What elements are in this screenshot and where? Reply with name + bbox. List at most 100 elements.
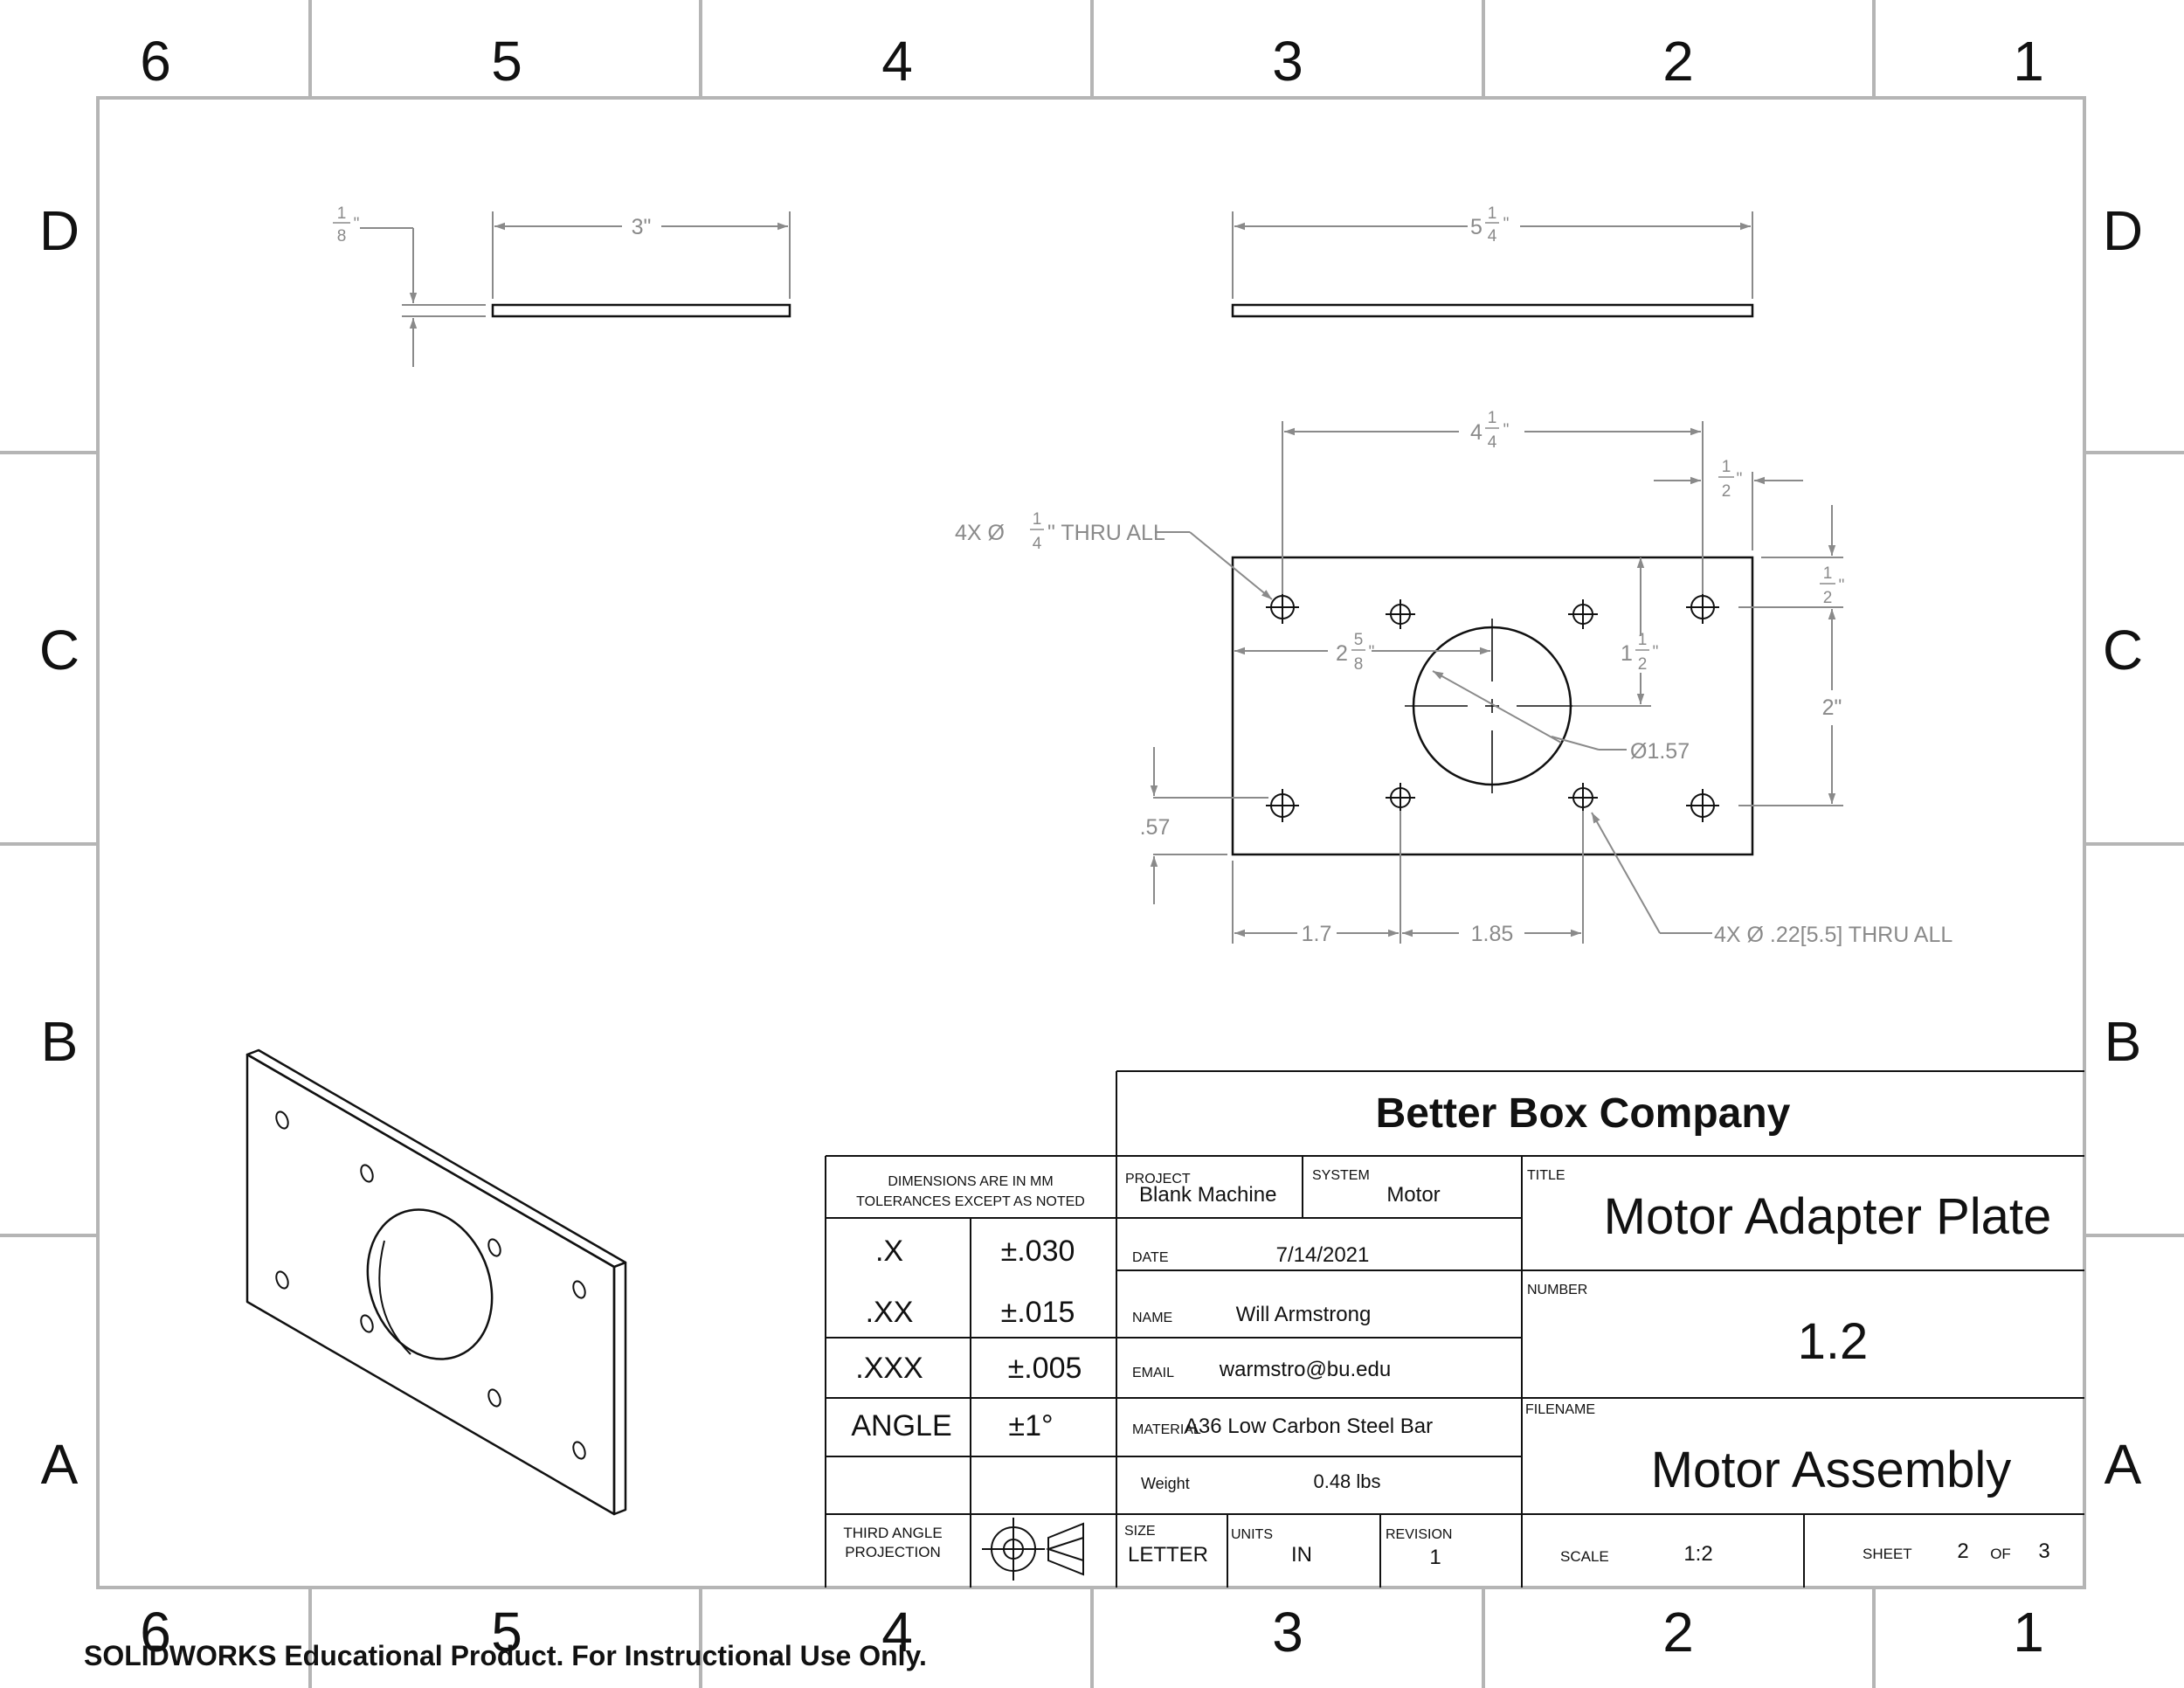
iso-plate-face [245,1053,616,1516]
svg-text:4: 4 [1488,433,1497,452]
size-value: LETTER [1128,1543,1208,1567]
date-value: 7/14/2021 [1276,1243,1370,1267]
svg-text:1: 1 [1033,510,1042,529]
center-x-dim: 2 5 8 " [1336,631,1374,674]
row-label-right-C: C [2103,619,2143,681]
col-label-top-6: 6 [140,30,171,93]
title-label: TITLE [1527,1168,1565,1183]
edge-offset-x-dim: 1 2 " [1718,458,1742,501]
svg-text:5: 5 [1354,631,1364,649]
isometric-view [245,1048,627,1516]
front-view: 4 1 4 " 1 2 " 1 2 " 2" 2 5 8 " 1 1 [955,409,1952,947]
units-label: UNITS [1231,1527,1273,1542]
tol-value-xxx: ±.005 [1008,1352,1082,1385]
hole-small-br [1568,783,1598,813]
svg-text:1: 1 [1488,204,1497,223]
svg-text:": " [1737,470,1743,488]
units-value: IN [1291,1543,1312,1567]
sheet-number: 2 [1957,1539,1968,1563]
row-label-left-D: D [39,199,79,262]
edge-offset-y-dim: 1 2 " [1820,564,1844,607]
email-value: warmstro@bu.edu [1219,1358,1391,1381]
svg-text:": " [1653,643,1659,661]
thickness-dim: 1 8 " [333,204,359,246]
hole-spacing-x-dim: 4 1 4 " [1470,409,1509,452]
svg-text:1: 1 [1621,641,1633,666]
name-value: Will Armstrong [1236,1303,1372,1326]
col-label-top-2: 2 [1662,30,1694,93]
col-label-bottom-5: 5 [491,1601,522,1664]
educational-watermark: SOLIDWORKS Educational Product. For Inst… [84,1640,927,1671]
svg-text:8: 8 [1354,655,1364,674]
hole-small-tr [1568,599,1598,629]
weight-value: 0.48 lbs [1313,1470,1380,1492]
hole-large-tl [1266,591,1299,624]
side-view: 3" 1 8 " [333,204,791,367]
scale-label: SCALE [1560,1548,1609,1565]
col-label-top-3: 3 [1272,30,1303,93]
sheet-total: 3 [2038,1539,2049,1563]
svg-text:4: 4 [1470,420,1482,445]
tol-label-xx: .XX [866,1296,914,1329]
hole-large-tr [1686,591,1719,624]
revision-value: 1 [1429,1546,1441,1569]
filename-value: Motor Assembly [1651,1442,2012,1498]
iso-plate-top-edge [245,1048,627,1269]
dims-note-line1: DIMENSIONS ARE IN MM [888,1174,1053,1189]
small-hole-callout: 4X Ø .22[5.5] THRU ALL [1714,923,1952,947]
size-label: SIZE [1124,1524,1156,1539]
col-label-bottom-3: 3 [1272,1601,1303,1664]
row-label-left-B: B [41,1010,79,1073]
top-view-plate [1231,303,1754,318]
row-label-right-A: A [2105,1433,2142,1496]
number-label: NUMBER [1527,1283,1587,1297]
project-value: Blank Machine [1139,1183,1276,1207]
svg-text:1: 1 [1488,409,1497,427]
company-name: Better Box Company [1376,1090,1791,1137]
iso-holes [275,1110,586,1460]
system-value: Motor [1386,1183,1440,1207]
row-label-left-C: C [39,619,79,681]
name-label: NAME [1132,1311,1172,1325]
hole-large-bl [1266,789,1299,822]
motor-x2-dim: 1.85 [1471,922,1514,946]
svg-text:": " [1503,215,1510,233]
revision-label: REVISION [1386,1527,1452,1542]
system-label: SYSTEM [1312,1168,1370,1183]
projection-line2: PROJECTION [845,1544,941,1560]
motor-x1-dim: 1.7 [1302,922,1332,946]
scale-value: 1:2 [1683,1542,1712,1566]
center-y-dim: 1 1 2 " [1621,631,1658,674]
center-bore-dim: Ø1.57 [1630,739,1690,764]
svg-text:": " [1503,421,1510,439]
row-label-left-A: A [41,1433,79,1496]
col-label-top-5: 5 [491,30,522,93]
side-width-dim: 3" [632,215,652,239]
svg-text:8: 8 [337,227,347,246]
hole-large-br [1686,789,1719,822]
svg-text:4X Ø: 4X Ø [955,521,1005,545]
svg-text:5: 5 [1470,215,1482,239]
svg-text:4: 4 [1488,227,1497,246]
side-view-plate [491,303,791,318]
tol-label-angle: ANGLE [851,1409,951,1442]
top-view: 5 1 4 " [1231,204,1754,318]
svg-text:4: 4 [1033,535,1042,553]
hole-spacing-y-dim: 2" [1822,695,1842,720]
sheet-of-label: OF [1990,1546,2011,1562]
projection-line1: THIRD ANGLE [843,1525,942,1541]
third-angle-projection-symbol [982,1518,1084,1581]
filename-label: FILENAME [1525,1402,1595,1417]
row-label-right-B: B [2105,1010,2142,1073]
svg-text:2: 2 [1336,641,1348,666]
material-value: A36 Low Carbon Steel Bar [1185,1415,1433,1438]
top-width-dim: 5 1 4 " [1470,204,1509,246]
sheet-label: SHEET [1863,1546,1912,1562]
svg-text:" THRU ALL: " THRU ALL [1047,521,1165,545]
material-label: MATERIAL [1132,1422,1201,1437]
col-label-top-1: 1 [2013,30,2044,93]
tol-label-x: .X [875,1235,903,1268]
svg-text:1: 1 [1722,458,1731,476]
